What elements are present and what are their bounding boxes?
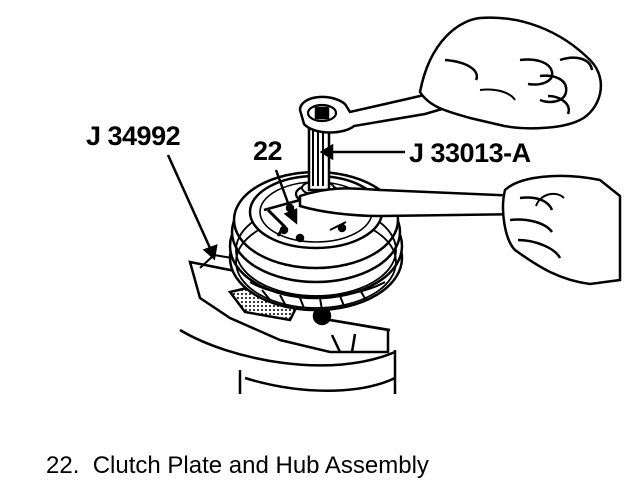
- figure-caption: 22. Clutch Plate and Hub Assembly: [46, 452, 429, 480]
- leader-lines: [166, 143, 405, 261]
- callout-tool-j33013a: J 33013-A: [409, 138, 531, 168]
- caption-number: 22.: [46, 452, 80, 479]
- clutch-pulley: [228, 170, 404, 312]
- callout-tool-j34992: J 34992: [86, 121, 181, 151]
- hand-upper: [418, 16, 603, 130]
- caption-text: Clutch Plate and Hub Assembly: [92, 452, 429, 479]
- hand-right: [501, 174, 622, 286]
- callout-part-22: 22: [253, 136, 283, 166]
